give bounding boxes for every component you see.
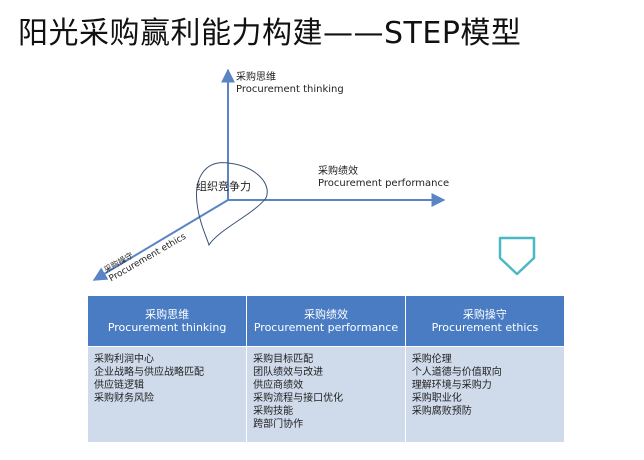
list-item: 采购流程与接口优化 [253,393,344,404]
list-item: 采购财务风险 [94,393,154,404]
chevron-down-icon [498,236,536,276]
header-thinking-cn: 采购思维 [145,308,190,321]
list-item: 理解环境与采购力 [411,380,492,391]
cell-performance: 采购目标匹配 团队绩效与改进 供应商绩效 采购流程与接口优化 采购技能 跨部门协… [246,346,406,442]
header-ethics-cn: 采购操守 [462,308,507,321]
list-item: 采购伦理 [411,354,452,365]
axis-thinking-label-en: Procurement thinking [236,84,344,95]
page-title: 阳光采购赢利能力构建——STEP模型 [18,16,522,51]
list-ethics: 采购伦理 个人道德与价值取向 理解环境与采购力 采购职业化 采购腐败预防 [412,353,558,418]
step-model-table: 采购思维 Procurement thinking 采购绩效 Procureme… [88,296,564,442]
list-item: 跨部门协作 [253,419,304,430]
cell-thinking: 采购利润中心 企业战略与供应战略匹配 供应链逻辑 采购财务风险 [88,346,248,442]
header-performance-en: Procurement performance [253,321,399,334]
list-item: 团队绩效与改进 [253,367,324,378]
header-thinking-en: Procurement thinking [107,321,227,334]
axis-performance-label-cn: 采购绩效 [318,166,358,177]
table-header-row: 采购思维 Procurement thinking 采购绩效 Procureme… [88,296,564,347]
table-row: 采购利润中心 企业战略与供应战略匹配 供应链逻辑 采购财务风险 采购目标匹配 团… [88,346,564,442]
axis-thinking-label: 采购思维 Procurement thinking [236,72,344,96]
list-item: 采购目标匹配 [253,354,314,365]
list-thinking: 采购利润中心 企业战略与供应战略匹配 供应链逻辑 采购财务风险 [94,353,240,405]
axis-performance-label-en: Procurement performance [318,178,450,189]
axis-thinking-label-cn: 采购思维 [236,72,276,83]
header-performance: 采购绩效 Procurement performance [246,296,406,347]
list-item: 采购职业化 [411,393,462,404]
center-label: 组织竞争力 [196,180,251,193]
list-item: 采购腐败预防 [411,406,472,417]
list-item: 采购技能 [253,406,294,417]
list-item: 供应商绩效 [253,380,304,391]
list-performance: 采购目标匹配 团队绩效与改进 供应商绩效 采购流程与接口优化 采购技能 跨部门协… [253,353,399,431]
axis-ethics-line [92,199,229,281]
header-ethics-en: Procurement ethics [431,321,539,334]
axis-performance-label: 采购绩效 Procurement performance [318,166,449,190]
list-item: 个人道德与价值取向 [411,367,502,378]
list-item: 企业战略与供应战略匹配 [94,367,204,378]
header-ethics: 采购操守 Procurement ethics [405,296,564,347]
competitiveness-curve [196,162,268,247]
header-thinking: 采购思维 Procurement thinking [88,296,248,347]
cell-ethics: 采购伦理 个人道德与价值取向 理解环境与采购力 采购职业化 采购腐败预防 [405,346,564,442]
list-item: 采购利润中心 [94,354,154,365]
list-item: 供应链逻辑 [94,380,144,391]
header-performance-cn: 采购绩效 [303,308,348,321]
